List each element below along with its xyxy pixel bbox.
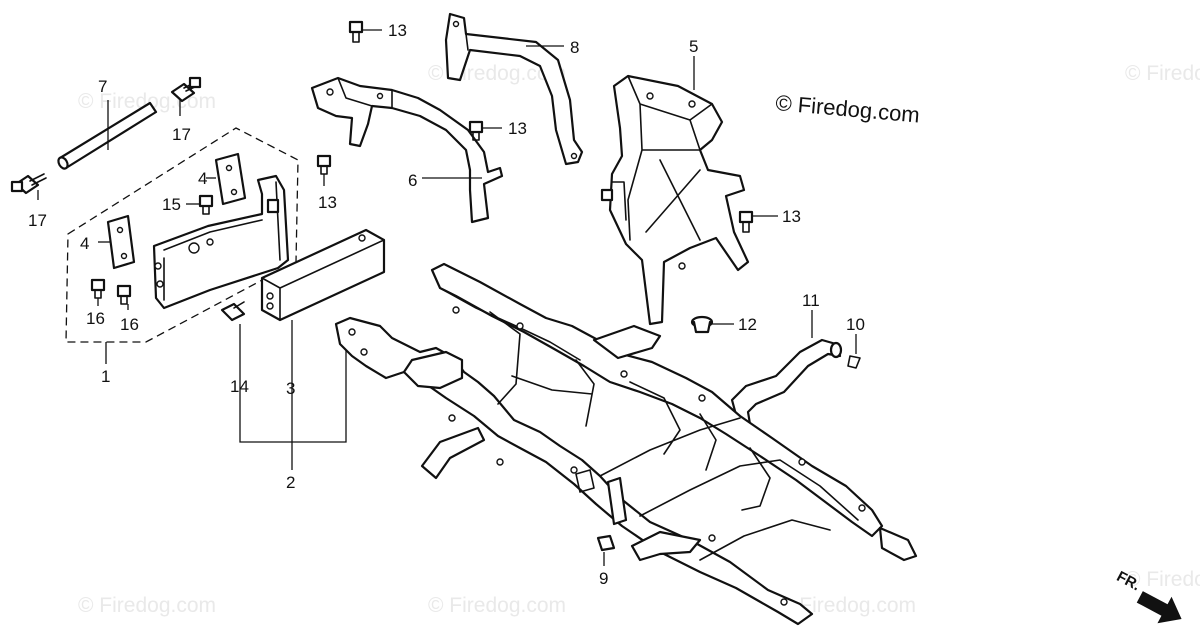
bolt-15	[198, 194, 214, 215]
callout-3: 3	[286, 379, 295, 398]
part-11-hose	[730, 338, 843, 426]
callout-4-upper: 4	[198, 169, 207, 188]
callout-13-left: 13	[318, 193, 337, 212]
part-10-clip	[847, 355, 861, 369]
watermark-bottom-center: © Firedog.com	[428, 594, 566, 617]
part-4-pad-lower	[106, 214, 136, 270]
callout-1: 1	[101, 367, 110, 386]
callout-13-right: 13	[782, 207, 801, 226]
callout-2: 2	[286, 473, 295, 492]
part-8-bracket	[444, 12, 584, 166]
callout-14: 14	[230, 377, 249, 396]
bolt-16-right	[116, 284, 132, 305]
bolt-13-left	[316, 154, 332, 175]
watermark-bottom-left: © Firedog.com	[78, 594, 216, 617]
bolt-14	[220, 301, 246, 322]
part-3-plate	[260, 228, 386, 322]
watermark-far-right: © Firedog.com	[1125, 568, 1200, 591]
callout-17-lower: 17	[28, 211, 47, 230]
watermark-bottom-right: © Firedog.com	[778, 594, 916, 617]
callout-13-top: 13	[388, 21, 407, 40]
callout-11: 11	[802, 291, 820, 310]
callout-4-lower: 4	[80, 234, 89, 253]
leader-lines	[37, 29, 857, 566]
callout-13-middle: 13	[508, 119, 527, 138]
callout-15: 15	[162, 195, 181, 214]
part-7-rod	[57, 101, 158, 170]
bolt-13-middle	[468, 120, 484, 141]
part-5-battery-box	[600, 74, 750, 326]
bolt-17-upper	[170, 76, 202, 103]
bolt-13-top	[348, 20, 364, 43]
watermark-top-right: © Firedog.com	[1125, 62, 1200, 85]
part-9-bushing	[596, 534, 616, 552]
part-12-grommet	[690, 315, 714, 334]
callout-5: 5	[689, 37, 698, 56]
callout-10: 10	[846, 315, 865, 334]
bolt-17-lower	[10, 173, 47, 195]
callout-7: 7	[98, 77, 107, 96]
callout-9: 9	[599, 569, 608, 588]
callout-12: 12	[738, 315, 757, 334]
callout-16-left: 16	[86, 309, 105, 328]
callout-17-upper: 17	[172, 125, 191, 144]
callouts: 7 17 17 4 4 15 16 16 1 14 3 2 13 8 13 13…	[28, 21, 865, 588]
part-6-bracket	[310, 76, 504, 224]
callout-16-right: 16	[120, 315, 139, 334]
callout-6: 6	[408, 171, 417, 190]
copyright-text: © Firedog.com	[775, 90, 921, 128]
bolt-16-left	[90, 278, 106, 299]
part-2-frame	[334, 262, 918, 626]
part-4-pad-upper	[214, 152, 247, 206]
mount-bracket	[152, 174, 290, 310]
bolt-13-right	[738, 210, 754, 233]
front-arrow-icon	[1136, 591, 1182, 624]
callout-8: 8	[570, 38, 579, 57]
